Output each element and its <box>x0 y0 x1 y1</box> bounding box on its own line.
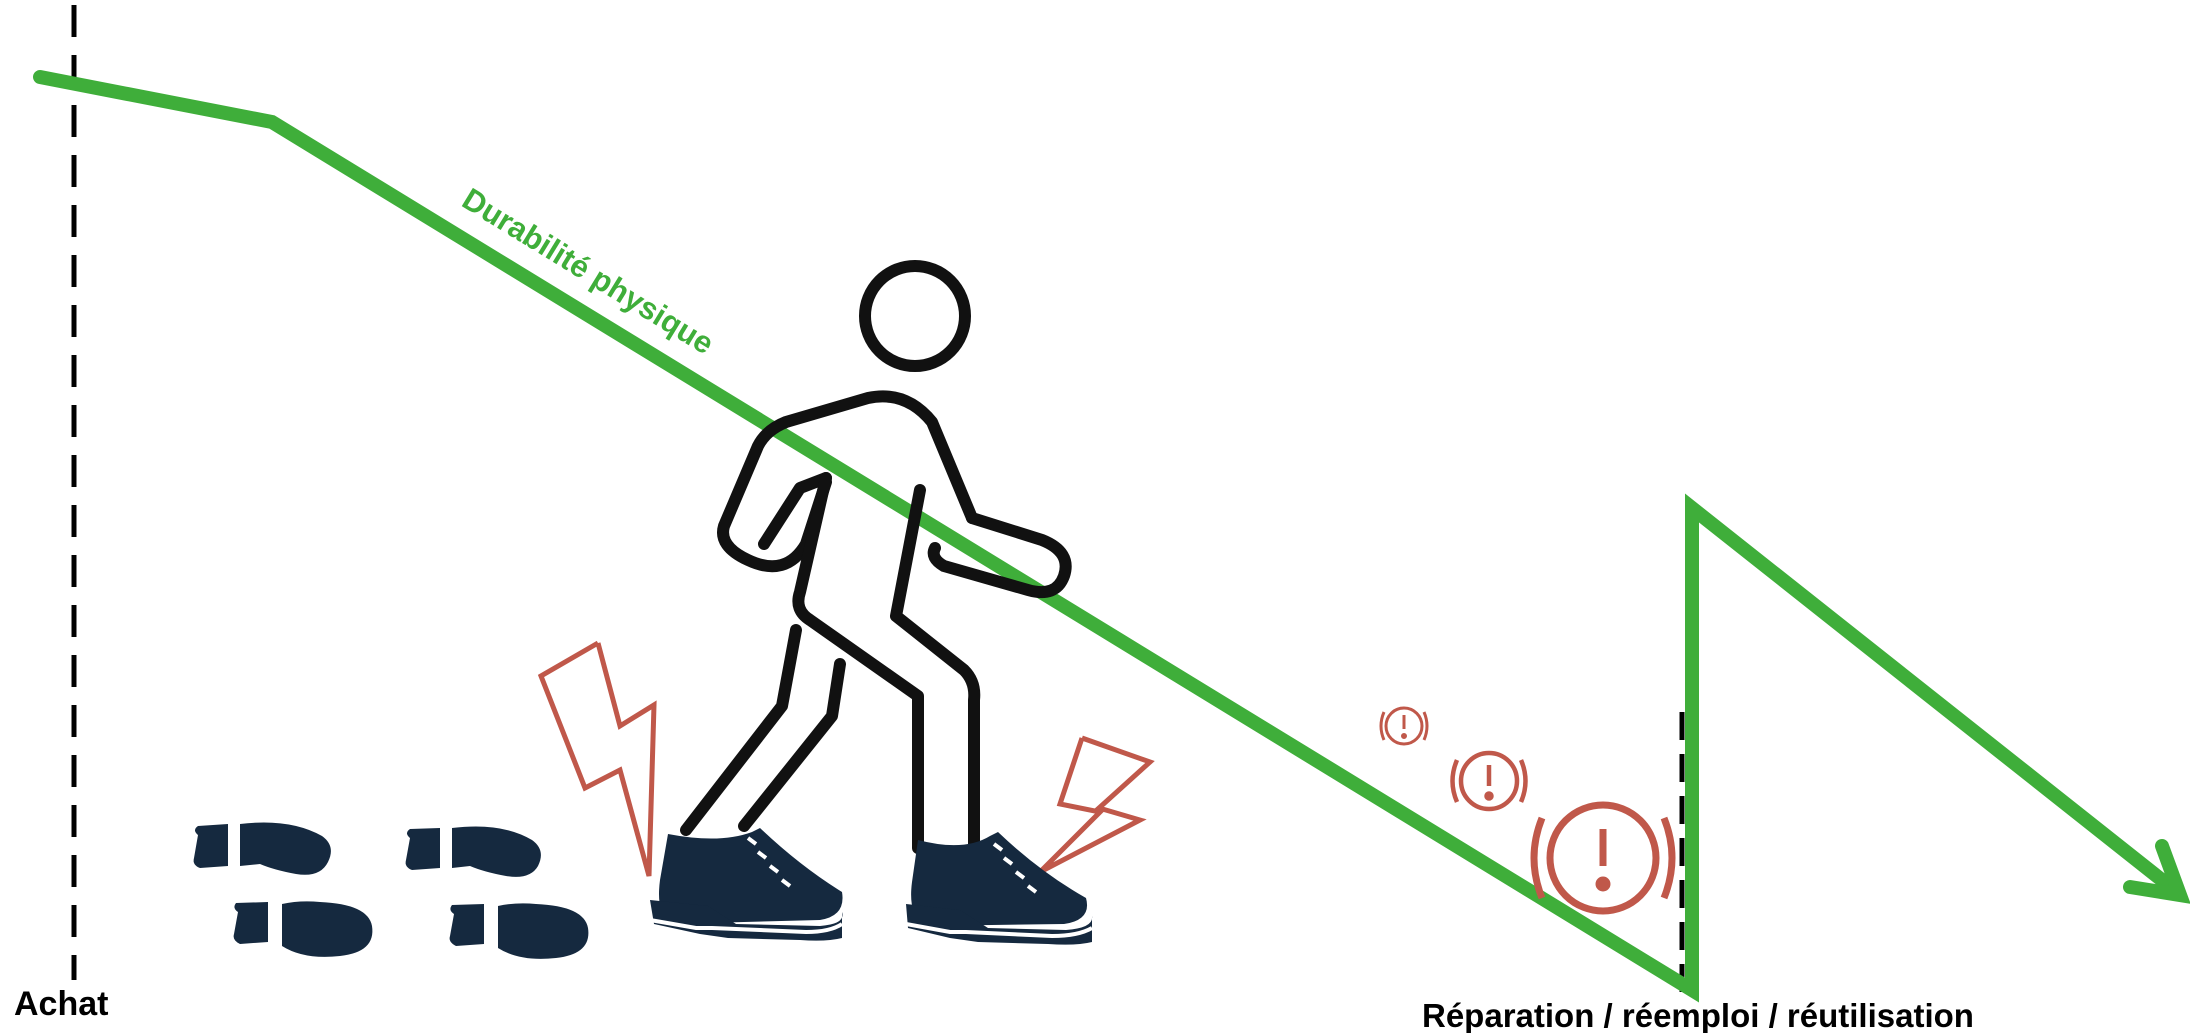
lightning-icon-left <box>541 643 654 876</box>
durability-curve <box>40 77 2177 990</box>
warning-icon-medium <box>1453 753 1526 809</box>
warning-icon-small <box>1381 708 1427 744</box>
curve-label: Durabilité physique <box>456 181 720 361</box>
purchase-label: Achat <box>14 985 108 1024</box>
lightning-icon-right <box>1040 738 1150 872</box>
shoe-icon-left <box>650 828 843 941</box>
person-head <box>865 266 965 366</box>
footprints-icon <box>194 823 589 959</box>
warning-icon-large <box>1534 805 1672 911</box>
repair-reuse-label: Réparation / réemploi / réutilisation <box>1422 997 1974 1033</box>
walking-person-icon <box>686 266 1066 850</box>
